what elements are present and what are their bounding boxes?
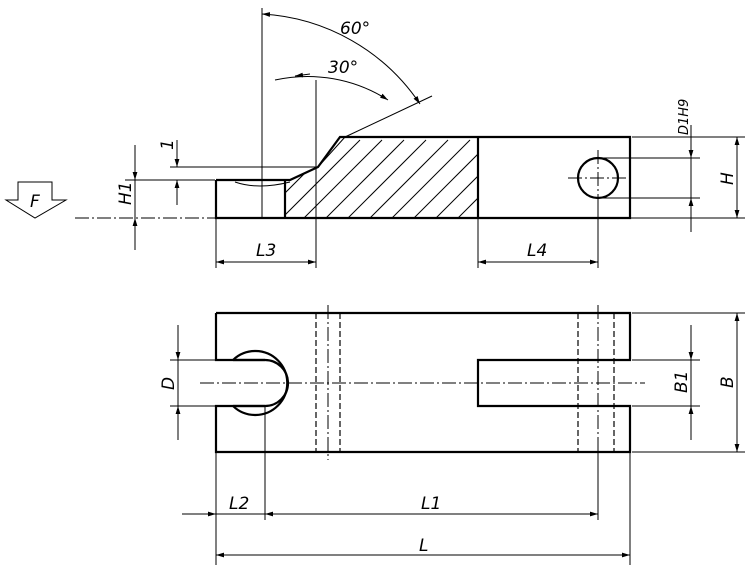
section-hatching xyxy=(285,139,478,218)
top-view-outline xyxy=(214,311,632,454)
top-view: D B1 B L2 L1 L xyxy=(159,305,745,565)
seat-curve xyxy=(234,181,291,187)
chamfer-line xyxy=(317,136,346,168)
h1-label: H1 xyxy=(116,181,136,205)
d-label: D xyxy=(159,377,179,390)
offset-label: 1 xyxy=(158,139,178,150)
l3-label: L3 xyxy=(256,241,276,261)
angle-60-arc xyxy=(261,12,421,105)
force-arrow-icon xyxy=(4,181,68,219)
top-view-left-slot xyxy=(214,313,265,362)
angle-30-arrow-left xyxy=(294,72,311,78)
d1-label: D1H9 xyxy=(677,99,692,135)
force-label: F xyxy=(30,192,40,212)
angle-60-label: 60° xyxy=(340,19,370,39)
h-label: H xyxy=(718,172,738,185)
l2-label: L2 xyxy=(229,494,249,514)
l4-label: L4 xyxy=(527,241,547,261)
l-label: L xyxy=(419,536,428,556)
side-view-outline xyxy=(214,135,632,220)
angle-30-label: 30° xyxy=(328,58,358,78)
b1-label: B1 xyxy=(672,371,692,393)
b-label: B xyxy=(718,376,738,388)
side-view: F H1 1 L3 L4 D1H9 H xyxy=(4,8,745,268)
angle-30-arc xyxy=(274,76,389,101)
counterbore-arc xyxy=(232,349,289,417)
l1-label: L1 xyxy=(421,494,441,514)
